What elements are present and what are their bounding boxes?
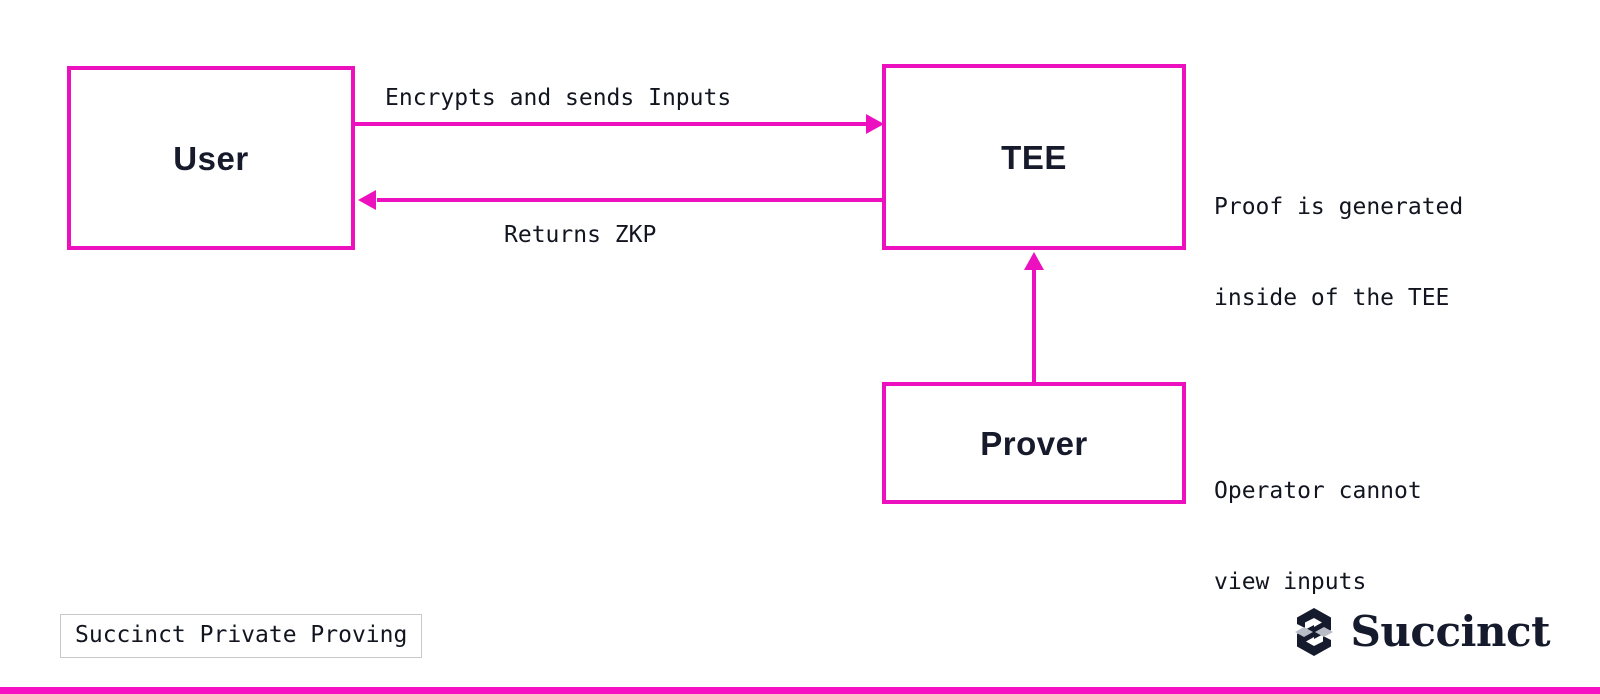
caption-text: Succinct Private Proving xyxy=(75,622,408,648)
brand-lockup: Succinct xyxy=(1291,606,1551,658)
annotation-prover-note-line2: view inputs xyxy=(1214,568,1367,595)
edge-prover-to-tee-arrowhead-icon xyxy=(1024,252,1044,270)
edge-user-to-tee-line xyxy=(355,122,873,126)
bottom-accent-strip xyxy=(0,687,1600,694)
caption-box: Succinct Private Proving xyxy=(60,614,423,659)
brand-name: Succinct xyxy=(1350,607,1551,656)
annotation-prover-note: Operator cannot view inputs xyxy=(1214,415,1422,658)
edge-tee-to-user-line xyxy=(377,198,883,202)
node-tee[interactable]: TEE xyxy=(882,64,1186,250)
annotation-tee-note-line2: inside of the TEE xyxy=(1214,284,1450,311)
node-prover[interactable]: Prover xyxy=(882,382,1186,504)
node-user[interactable]: User xyxy=(67,66,355,250)
annotation-tee-note-line1: Proof is generated xyxy=(1214,193,1464,220)
edge-prover-to-tee-line xyxy=(1032,268,1036,384)
edge-label-encrypts-and-sends-inputs: Encrypts and sends Inputs xyxy=(385,85,732,111)
annotation-prover-note-line1: Operator cannot xyxy=(1214,477,1422,504)
annotation-tee-note: Proof is generated inside of the TEE xyxy=(1214,131,1463,374)
node-prover-label: Prover xyxy=(980,424,1088,462)
edge-user-to-tee-arrowhead-icon xyxy=(866,114,884,134)
node-tee-label: TEE xyxy=(1001,138,1067,176)
edge-tee-to-user-arrowhead-icon xyxy=(358,190,376,210)
edge-label-returns-zkp: Returns ZKP xyxy=(504,222,657,248)
node-user-label: User xyxy=(173,139,249,177)
succinct-logo-icon xyxy=(1294,608,1333,656)
